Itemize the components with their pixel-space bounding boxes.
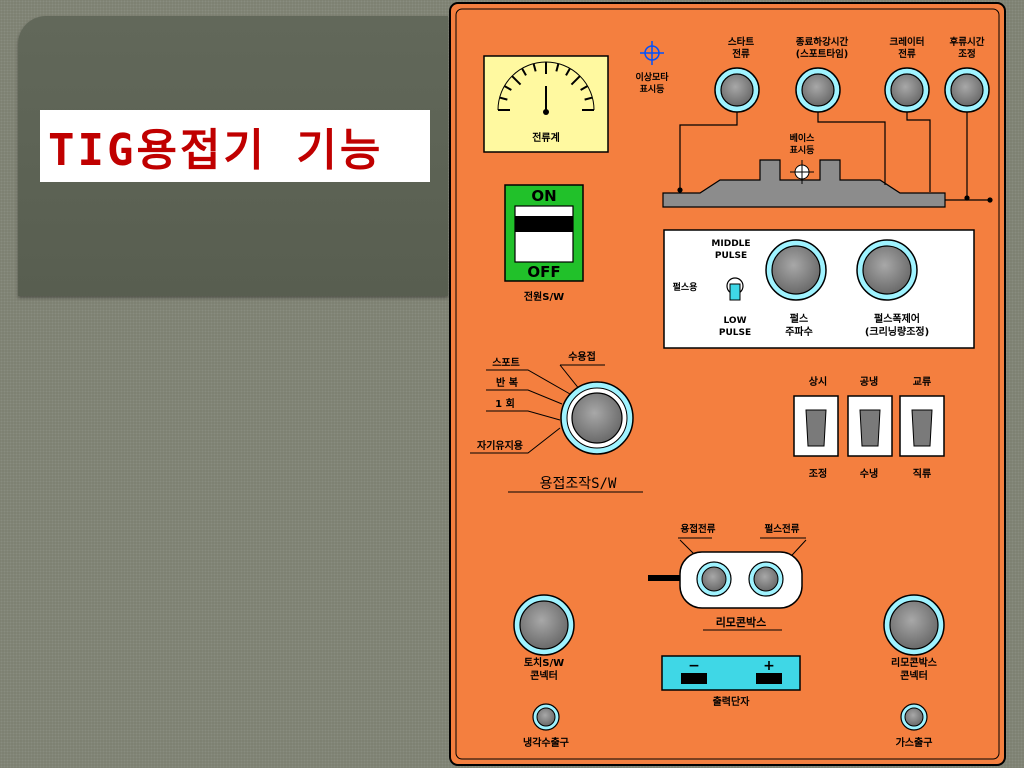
end-slope-label-2: (스포트타임) bbox=[796, 48, 848, 60]
weld-mode-spot: 스포트 bbox=[492, 357, 520, 369]
weld-mode-knob[interactable] bbox=[560, 381, 634, 455]
pulse-control-box: MIDDLE PULSE 펄스용 LOW PULSE 펄스 주파수 펄스폭제어 … bbox=[663, 229, 975, 349]
power-on-label: ON bbox=[531, 187, 556, 205]
rocker-2-top: 공냉 bbox=[860, 375, 878, 388]
pulse-toggle-switch[interactable] bbox=[726, 277, 744, 301]
low-pulse-label-1: LOW bbox=[724, 316, 747, 326]
minus-terminal[interactable] bbox=[681, 673, 707, 684]
pulse-toggle-label: 펄스용 bbox=[673, 281, 698, 293]
end-slope-label-1: 종료하강시간 bbox=[796, 36, 849, 48]
remote-box-connector[interactable]: 리모콘박스 콘넥터 bbox=[883, 594, 945, 682]
torch-connector-label-2: 콘넥터 bbox=[530, 669, 558, 682]
output-plus-label: + bbox=[763, 658, 775, 674]
fault-lamp: 이상모타 표시등 bbox=[635, 41, 669, 95]
power-switch-label: 전원S/W bbox=[524, 290, 564, 303]
top-knob-start-current[interactable]: 스타트 전류 bbox=[714, 36, 760, 113]
ammeter-tick bbox=[521, 67, 527, 76]
post-flow-label-1: 후류시간 bbox=[950, 36, 985, 48]
fault-lamp-label-1: 이상모타 bbox=[635, 71, 669, 83]
output-waveform-diagram bbox=[662, 112, 993, 208]
remote-connector-label-1: 리모콘박스 bbox=[891, 656, 937, 669]
output-minus-label: − bbox=[688, 658, 700, 674]
base-lamp-label-1: 베이스 bbox=[790, 132, 816, 144]
rocker-switch-ac-dc[interactable]: 교류 직류 bbox=[899, 376, 945, 480]
ammeter-tick bbox=[511, 75, 522, 86]
middle-pulse-label-2: PULSE bbox=[715, 251, 747, 261]
top-knob-crater-current[interactable]: 크레이터 전류 bbox=[884, 36, 930, 113]
remote-control-box: 용접전류 펄스전류 리모콘박스 bbox=[648, 523, 807, 631]
weld-mode-once: 1 회 bbox=[495, 397, 515, 410]
rocker-1-bottom: 조정 bbox=[809, 467, 827, 480]
rocker-switch-air-water[interactable]: 공냉 수냉 bbox=[847, 375, 893, 480]
remote-connector-label-2: 콘넥터 bbox=[900, 669, 928, 682]
rocker-2-bottom: 수냉 bbox=[860, 467, 878, 480]
rocker-3-bottom: 직류 bbox=[913, 467, 931, 480]
power-off-label: OFF bbox=[527, 263, 560, 281]
base-lamp: 베이스 표시등 bbox=[790, 132, 816, 184]
title-box: TIG용접기 기능 bbox=[40, 110, 430, 182]
ammeter-tick bbox=[570, 75, 581, 86]
rocker-switch-stable-adjust[interactable]: 상시 조정 bbox=[793, 375, 839, 480]
fault-lamp-label-2: 표시등 bbox=[640, 84, 665, 95]
ammeter-tick bbox=[565, 67, 571, 76]
ammeter-tick bbox=[584, 96, 593, 101]
weld-mode-repeat: 반 복 bbox=[496, 376, 518, 389]
gas-outlet-label: 가스출구 bbox=[896, 736, 933, 749]
pulse-width-label-2: (크리닝량조정) bbox=[865, 325, 929, 338]
coolant-outlet: 냉각수출구 bbox=[523, 703, 569, 749]
output-terminals: − + 출력단자 bbox=[661, 655, 801, 708]
pulse-width-knob[interactable] bbox=[856, 239, 918, 301]
pulse-freq-label-2: 주파수 bbox=[785, 325, 813, 338]
crater-label-1: 크레이터 bbox=[890, 36, 925, 48]
ammeter-tick bbox=[555, 63, 560, 72]
pulse-width-label-1: 펄스폭제어 bbox=[874, 312, 920, 325]
middle-pulse-label-1: MIDDLE bbox=[711, 239, 750, 249]
ammeter-tick bbox=[503, 85, 512, 91]
panel-inner-border bbox=[455, 8, 1000, 760]
crater-label-2: 전류 bbox=[898, 48, 916, 60]
ammeter-label: 전류계 bbox=[532, 131, 560, 144]
rocker-3-top: 교류 bbox=[913, 376, 931, 388]
start-current-label-1: 스타트 bbox=[728, 36, 754, 48]
weld-mode-label: 용접조작S/W bbox=[540, 476, 617, 492]
post-flow-label-2: 조정 bbox=[958, 48, 975, 60]
control-panel-diagram: 전류계 이상모타 표시등 스타트 전류 종료하강시간 (스포트타임) 크레이터 … bbox=[449, 2, 1006, 766]
weld-mode-selector: 수용접 스포트 반 복 1 회 자기유지용 용접조작S/W bbox=[470, 351, 643, 493]
weld-mode-self-hold: 자기유지용 bbox=[477, 439, 523, 452]
pulse-frequency-knob[interactable] bbox=[765, 239, 827, 301]
ammeter-tick bbox=[532, 63, 537, 72]
pulse-freq-label-1: 펄스 bbox=[790, 313, 808, 325]
base-lamp-label-2: 표시등 bbox=[790, 145, 815, 156]
output-terminal-label: 출력단자 bbox=[713, 695, 751, 708]
rocker-1-top: 상시 bbox=[809, 375, 827, 388]
remote-left-label: 용접전류 bbox=[681, 523, 716, 535]
gas-outlet: 가스출구 bbox=[896, 703, 933, 749]
remote-right-label: 펄스전류 bbox=[765, 523, 800, 535]
remote-weld-current-knob[interactable] bbox=[696, 561, 732, 597]
torch-switch-connector[interactable]: 토치S/W 콘넥터 bbox=[513, 594, 575, 682]
start-current-label-2: 전류 bbox=[732, 48, 750, 60]
ammeter-tick bbox=[499, 96, 508, 101]
remote-box-label: 리모콘박스 bbox=[716, 615, 767, 629]
remote-pulse-current-knob[interactable] bbox=[748, 561, 784, 597]
coolant-outlet-label: 냉각수출구 bbox=[523, 736, 569, 749]
ammeter: 전류계 bbox=[483, 55, 609, 153]
ammeter-tick bbox=[580, 85, 589, 91]
plus-terminal[interactable] bbox=[756, 673, 782, 684]
top-knob-end-down-slope[interactable]: 종료하강시간 (스포트타임) bbox=[795, 36, 849, 113]
low-pulse-label-2: PULSE bbox=[719, 328, 751, 338]
top-knob-post-flow[interactable]: 후류시간 조정 bbox=[944, 36, 990, 113]
power-switch[interactable]: ON OFF 전원S/W bbox=[504, 184, 584, 303]
weld-mode-top-label: 수용접 bbox=[568, 351, 596, 363]
torch-connector-label-1: 토치S/W bbox=[524, 656, 564, 669]
page-title: TIG용접기 기능 bbox=[48, 125, 384, 176]
